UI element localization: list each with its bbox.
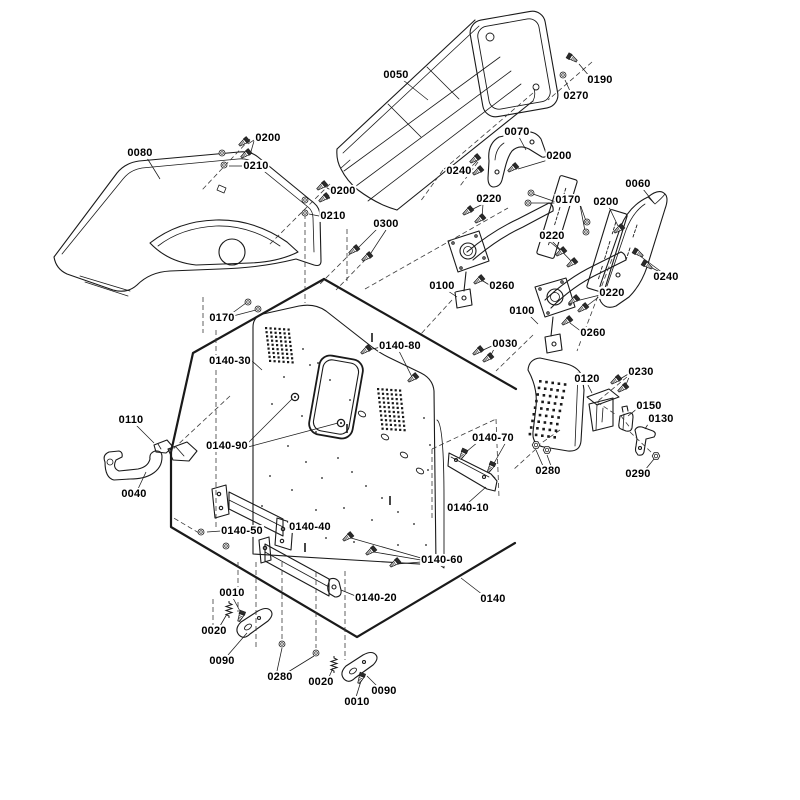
callout-0220[interactable]: 0220 <box>475 192 503 206</box>
part-bar-0140-20 <box>258 536 342 598</box>
callout-0020[interactable]: 0020 <box>307 675 335 689</box>
part-main-panel-0140-30 <box>252 304 445 569</box>
callout-0140-70[interactable]: 0140-70 <box>471 431 515 445</box>
callout-0140-20[interactable]: 0140-20 <box>354 591 398 605</box>
callout-0020[interactable]: 0020 <box>200 624 228 638</box>
callout-0140-40[interactable]: 0140-40 <box>288 520 332 534</box>
callout-0120[interactable]: 0120 <box>573 372 601 386</box>
part-clamp-0110 <box>153 439 198 462</box>
callout-0190[interactable]: 0190 <box>586 73 614 87</box>
callout-0060[interactable]: 0060 <box>624 177 652 191</box>
callout-0260[interactable]: 0260 <box>488 279 516 293</box>
callout-0230[interactable]: 0230 <box>627 365 655 379</box>
callout-0010[interactable]: 0010 <box>218 586 246 600</box>
part-lever-0040 <box>103 450 163 481</box>
callout-0290[interactable]: 0290 <box>624 467 652 481</box>
callout-0260[interactable]: 0260 <box>579 326 607 340</box>
callout-0110[interactable]: 0110 <box>117 413 145 427</box>
callout-0140-30[interactable]: 0140-30 <box>208 354 252 368</box>
part-strip-0140-10 <box>447 452 498 492</box>
callout-0140-60[interactable]: 0140-60 <box>420 553 464 567</box>
callout-0030[interactable]: 0030 <box>491 337 519 351</box>
callout-0130[interactable]: 0130 <box>647 412 675 426</box>
callout-0140-50[interactable]: 0140-50 <box>220 524 264 538</box>
callout-0300[interactable]: 0300 <box>372 217 400 231</box>
callout-0170[interactable]: 0170 <box>208 311 236 325</box>
part-latch-0090-right <box>341 651 378 682</box>
callout-0210[interactable]: 0210 <box>242 159 270 173</box>
callout-0010[interactable]: 0010 <box>343 695 371 709</box>
vent-grids <box>265 327 567 439</box>
callout-0240[interactable]: 0240 <box>445 164 473 178</box>
callout-0090[interactable]: 0090 <box>208 654 236 668</box>
callout-0280[interactable]: 0280 <box>266 670 294 684</box>
callout-0220[interactable]: 0220 <box>538 229 566 243</box>
callout-0270[interactable]: 0270 <box>562 89 590 103</box>
part-bracket-0120 <box>586 388 620 432</box>
part-bracket-0130 <box>634 426 656 456</box>
callout-0100[interactable]: 0100 <box>508 304 536 318</box>
callout-0090[interactable]: 0090 <box>370 684 398 698</box>
panel-gasket <box>308 354 364 440</box>
callout-0170[interactable]: 0170 <box>554 193 582 207</box>
part-latch-0090-left <box>236 607 273 638</box>
assembly-axis-lines <box>169 61 652 660</box>
callout-0040[interactable]: 0040 <box>120 487 148 501</box>
callout-0080[interactable]: 0080 <box>126 146 154 160</box>
callout-0140[interactable]: 0140 <box>479 592 507 606</box>
part-bar-0140-40 <box>211 484 294 551</box>
callout-0140-10[interactable]: 0140-10 <box>446 501 490 515</box>
callout-0070[interactable]: 0070 <box>503 125 531 139</box>
callout-0210[interactable]: 0210 <box>319 209 347 223</box>
callout-0200[interactable]: 0200 <box>592 195 620 209</box>
callout-0050[interactable]: 0050 <box>382 68 410 82</box>
callout-0200[interactable]: 0200 <box>254 131 282 145</box>
callout-0280[interactable]: 0280 <box>534 464 562 478</box>
part-hood-0080 <box>53 151 322 297</box>
callout-0140-90[interactable]: 0140-90 <box>205 439 249 453</box>
part-frame-0050 <box>469 10 559 118</box>
callout-0100[interactable]: 0100 <box>428 279 456 293</box>
callout-0140-80[interactable]: 0140-80 <box>378 339 422 353</box>
panel-holes <box>261 333 431 552</box>
callout-0200[interactable]: 0200 <box>545 149 573 163</box>
group-boundary-0140 <box>169 277 518 639</box>
callout-0240[interactable]: 0240 <box>652 270 680 284</box>
callout-0220[interactable]: 0220 <box>598 286 626 300</box>
callout-0150[interactable]: 0150 <box>635 399 663 413</box>
callout-0200[interactable]: 0200 <box>329 184 357 198</box>
part-roof-panel-0050 <box>336 10 559 211</box>
